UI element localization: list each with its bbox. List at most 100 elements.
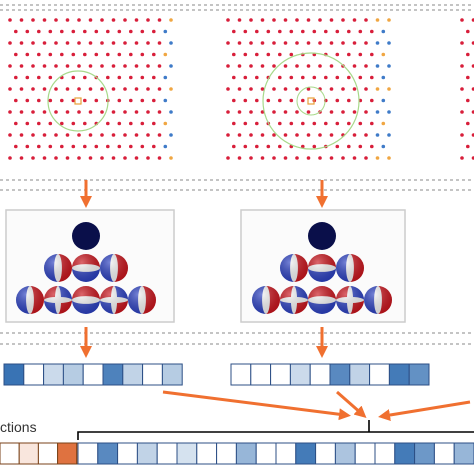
atom	[329, 110, 334, 114]
atom	[169, 64, 173, 68]
atom	[347, 75, 351, 80]
atom	[318, 18, 322, 22]
atom	[375, 87, 380, 91]
atom	[260, 133, 265, 137]
atom	[272, 156, 276, 160]
atom	[466, 52, 470, 57]
atom	[94, 52, 99, 57]
feature-cell	[18, 442, 39, 465]
atom	[31, 64, 35, 68]
feature-cell	[334, 442, 356, 465]
atom	[100, 87, 104, 91]
atom	[111, 156, 116, 160]
atom	[19, 41, 24, 45]
atom	[358, 29, 363, 34]
atom	[152, 121, 156, 126]
atom	[163, 144, 168, 149]
atom	[254, 29, 259, 34]
atom	[8, 64, 12, 68]
atom	[157, 64, 162, 68]
atom	[237, 133, 242, 137]
harmonic-sphere	[16, 286, 44, 314]
atom	[260, 64, 265, 68]
feature-cell	[394, 442, 416, 465]
atom	[8, 41, 12, 45]
atom	[278, 144, 282, 149]
harmonic-sphere	[44, 254, 72, 282]
atom	[260, 41, 265, 45]
atom	[157, 41, 162, 45]
atom	[129, 29, 133, 34]
atom	[129, 75, 133, 80]
atom	[111, 133, 116, 137]
atom	[88, 41, 93, 45]
atom	[83, 29, 87, 34]
atom	[237, 64, 242, 68]
atom	[134, 156, 139, 160]
atom	[163, 52, 168, 57]
atom	[460, 18, 464, 22]
feature-cell	[57, 442, 78, 465]
atom	[272, 18, 276, 22]
feature-cell	[161, 363, 183, 386]
atom	[272, 110, 276, 114]
atom	[335, 29, 340, 34]
atom	[460, 41, 464, 45]
atom	[249, 18, 253, 22]
atom	[140, 121, 145, 126]
atom	[387, 110, 391, 114]
atom	[111, 87, 116, 91]
feature-cell	[230, 363, 252, 386]
atom	[19, 156, 24, 160]
atom	[42, 156, 47, 160]
atom	[134, 87, 139, 91]
feature-cell	[37, 442, 59, 465]
atom	[352, 18, 357, 22]
atom	[152, 29, 156, 34]
atom	[278, 52, 282, 57]
atom	[341, 87, 345, 91]
atom	[8, 87, 12, 91]
atom	[375, 18, 380, 22]
atom	[117, 29, 122, 34]
atom	[232, 29, 236, 34]
feature-cell	[3, 363, 25, 386]
atom	[111, 110, 116, 114]
atom	[364, 41, 368, 45]
atom	[318, 41, 322, 45]
atom	[14, 98, 18, 103]
atom	[278, 121, 282, 126]
atom	[370, 75, 374, 80]
feature-cell	[309, 363, 331, 386]
atom	[48, 144, 53, 149]
atom	[306, 18, 311, 22]
atom	[157, 18, 162, 22]
atom	[71, 121, 76, 126]
atom	[88, 133, 93, 137]
atom	[163, 75, 168, 80]
atom	[266, 29, 271, 34]
atom	[249, 110, 253, 114]
atom	[466, 144, 470, 149]
feature-cell	[255, 442, 277, 465]
atom	[123, 64, 127, 68]
atom	[31, 41, 35, 45]
atom	[289, 29, 294, 34]
atom	[163, 121, 168, 126]
atom	[123, 133, 127, 137]
atom	[146, 64, 150, 68]
atom	[14, 75, 18, 80]
atom	[471, 87, 474, 91]
atom	[347, 121, 351, 126]
atom	[295, 18, 299, 22]
feature-cell	[102, 363, 124, 386]
atom	[42, 18, 47, 22]
atom	[83, 98, 87, 103]
atom	[65, 110, 70, 114]
atom	[94, 29, 99, 34]
atom	[329, 64, 334, 68]
atom	[106, 52, 110, 57]
atom	[283, 41, 288, 45]
atom	[237, 18, 242, 22]
atom	[54, 87, 58, 91]
